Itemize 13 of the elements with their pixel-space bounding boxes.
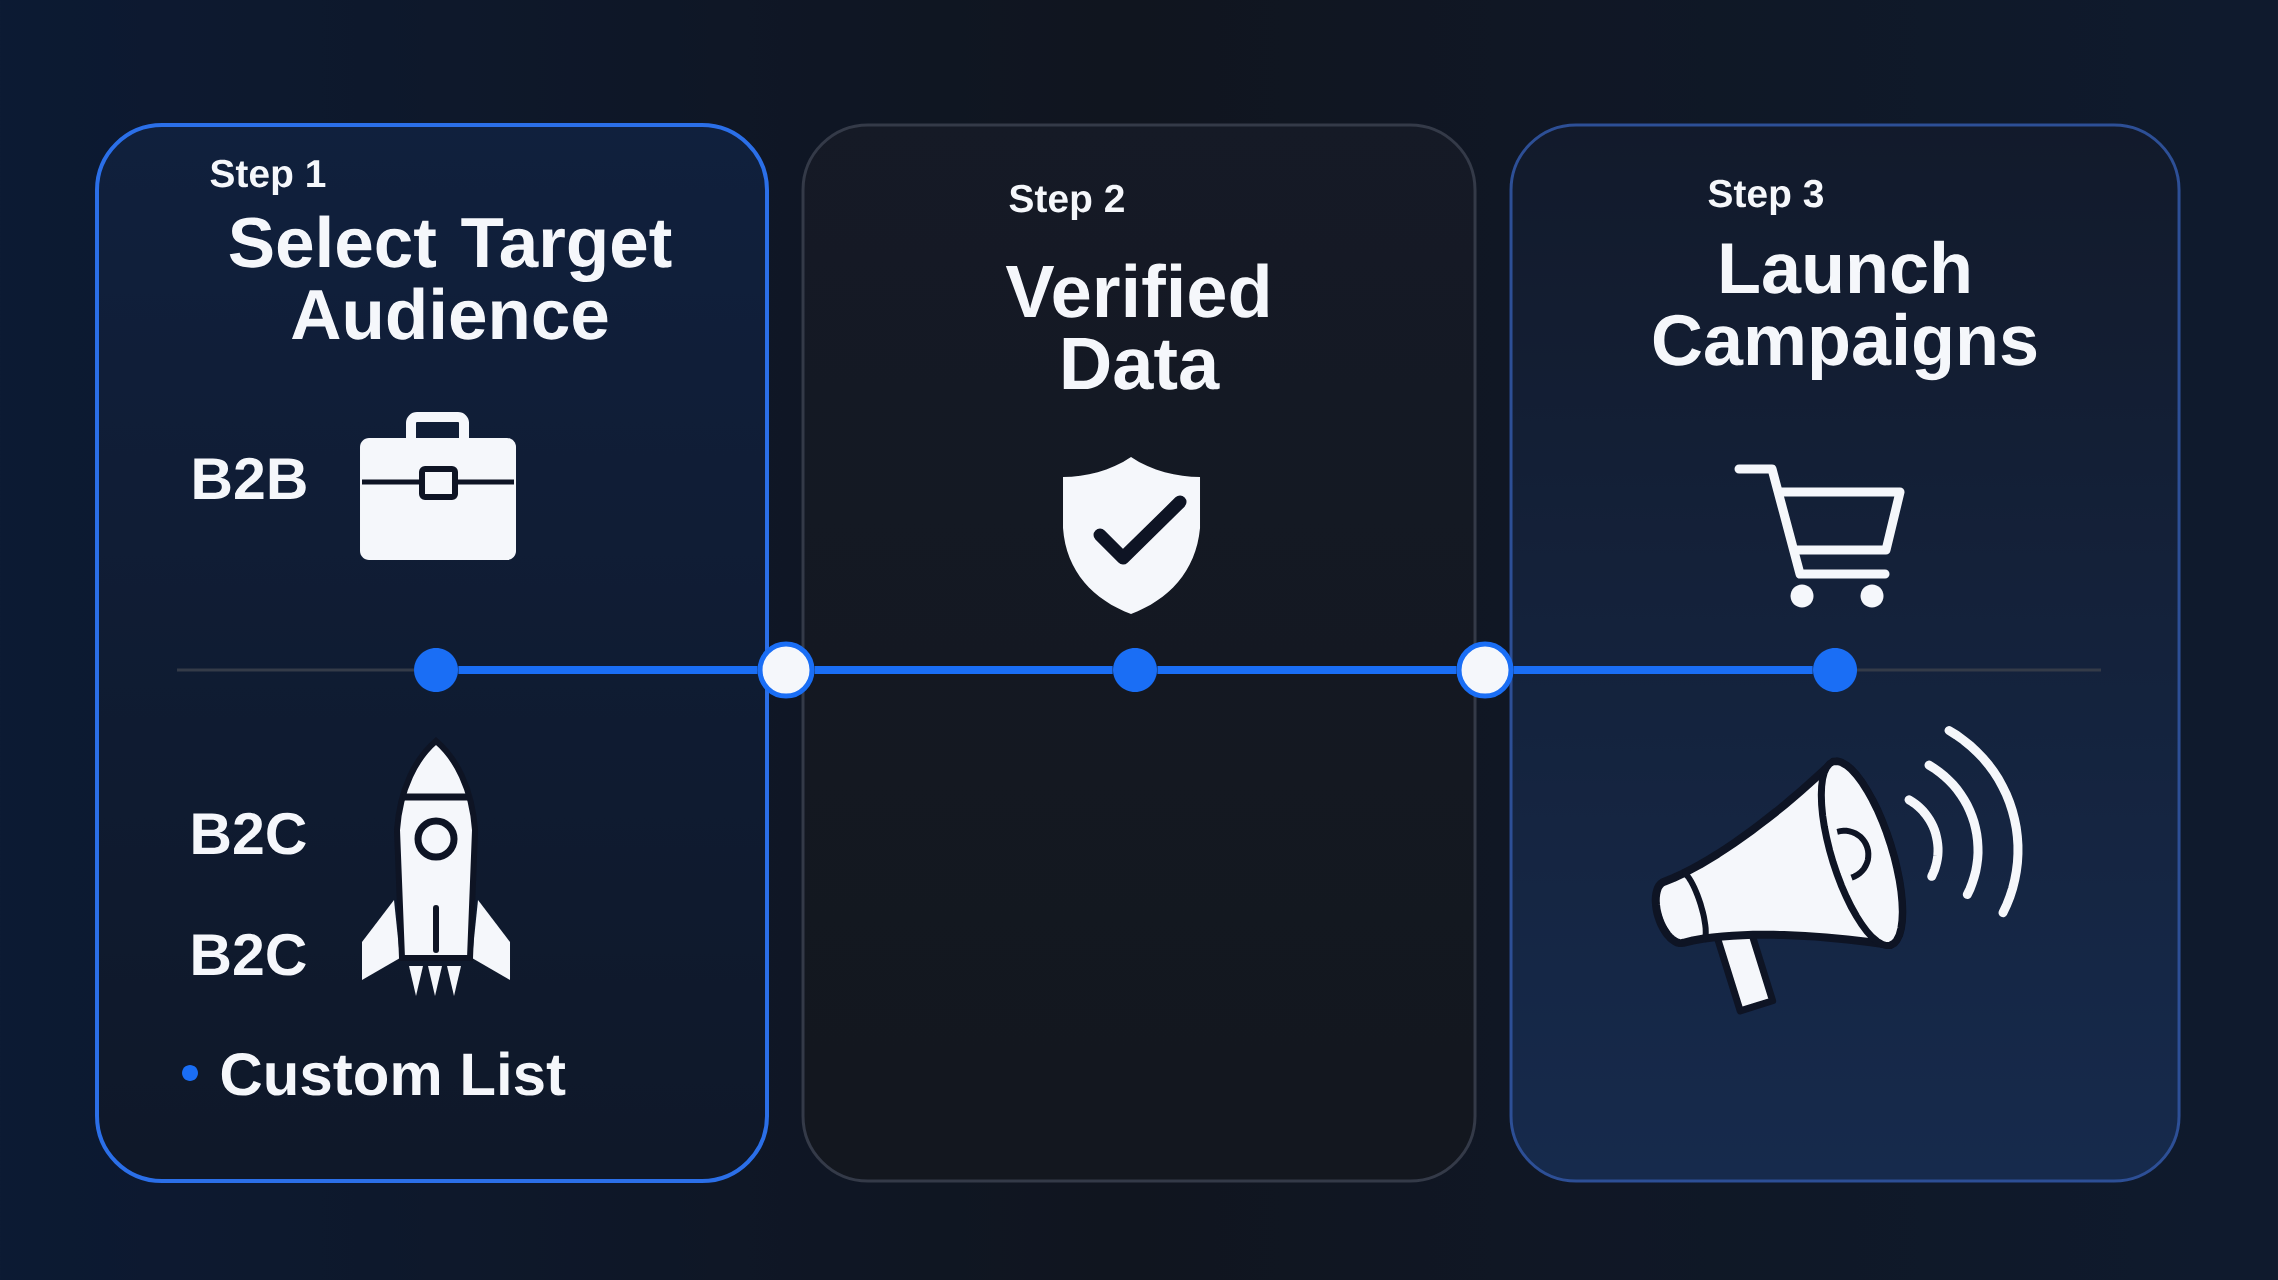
timeline-dot — [414, 648, 458, 692]
segment-label: B2B — [194, 457, 306, 499]
segment-label: B2C — [193, 933, 306, 976]
timeline-dot — [1813, 648, 1858, 692]
step-label: Step 3 — [1708, 179, 1823, 216]
step-label: Step 1 — [210, 159, 326, 196]
step-title: Verified Data — [1005, 263, 1268, 390]
step-label: Step 2 — [1009, 184, 1124, 221]
list-item: Custom List — [221, 1051, 566, 1096]
step-title: Select Target Audience — [229, 215, 672, 340]
timeline-dot — [1113, 648, 1157, 692]
step-title: Launch Campaigns — [1653, 240, 2037, 381]
segment-label: B2C — [193, 812, 306, 855]
